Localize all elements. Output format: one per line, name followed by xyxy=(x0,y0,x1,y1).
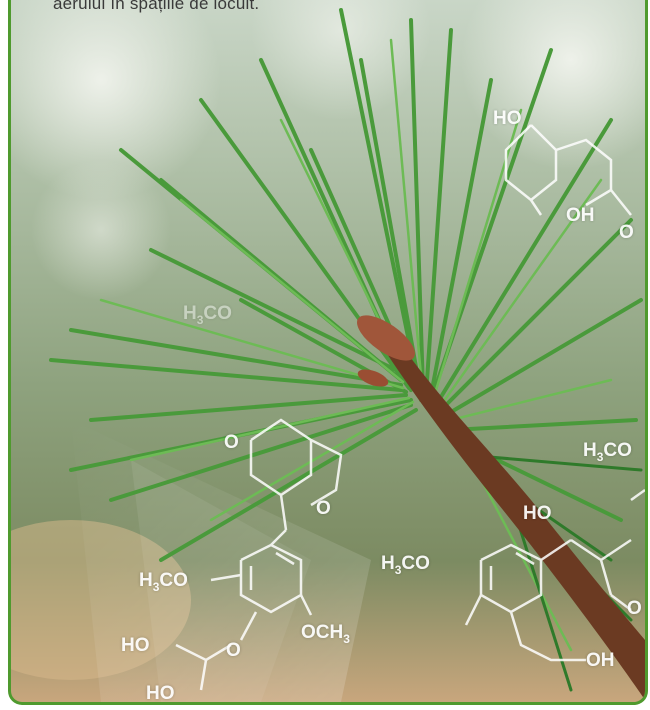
pine-branch-image xyxy=(11,0,645,702)
chem-label-h3co-right: H3CO xyxy=(583,440,632,464)
chem-label-o-top: O xyxy=(619,222,634,243)
pine-needles xyxy=(49,8,643,692)
caption-text: aerului în spațiile de locuit. xyxy=(53,0,260,13)
pine-stem xyxy=(357,315,645,700)
pine-bud xyxy=(357,315,415,361)
chem-label-h3co-left-faint: H3CO xyxy=(183,303,232,327)
chem-label-o-center: O xyxy=(316,498,331,519)
chemical-structure-lines xyxy=(175,124,645,691)
chem-label-o-left: O xyxy=(224,432,239,453)
chem-label-ho-bottom2: HO xyxy=(146,683,175,704)
chem-label-h3co-bottom-left: H3CO xyxy=(139,570,188,594)
chem-label-oh-top: OH xyxy=(566,205,595,226)
chem-label-ho-bottom: HO xyxy=(121,635,150,656)
chem-label-oh-bottom-right: OH xyxy=(586,650,615,671)
background-bokeh xyxy=(11,0,645,680)
chem-label-o-bottom: O xyxy=(226,640,241,661)
chem-label-h3co-center: H3CO xyxy=(381,553,430,577)
chem-label-ho-top: HO xyxy=(493,108,522,129)
chem-label-o-right: O xyxy=(627,598,642,619)
photo-frame: aerului în spațiile de locuit. xyxy=(8,0,648,705)
chem-label-ho-right: HO xyxy=(523,503,552,524)
chem-label-och3: OCH3 xyxy=(301,622,350,646)
